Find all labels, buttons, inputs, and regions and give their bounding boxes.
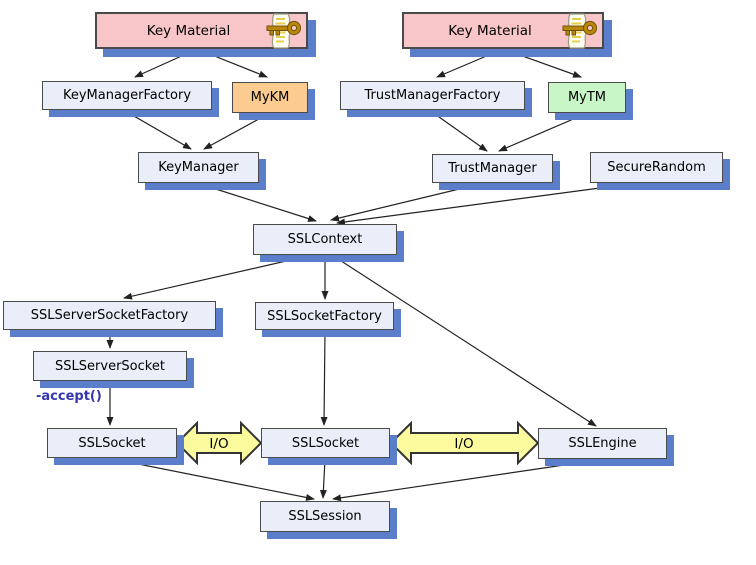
node-label: SSLSession — [288, 509, 362, 524]
io-label-left: I/O — [209, 436, 229, 452]
edge-my-tm-to-trust-manager — [498, 113, 586, 152]
node-label: TrustManagerFactory — [364, 88, 501, 103]
node-sslsocketfactory: SSLSocketFactory — [255, 302, 394, 330]
node-label: SSLEngine — [568, 436, 637, 451]
edge-ssl-socket-factory-to-ssl-socket-mid — [320, 330, 328, 426]
edge-trust-manager-to-ssl-context — [330, 183, 481, 222]
node-label: SSLSocketFactory — [267, 308, 382, 324]
node-label: Key Material — [146, 22, 231, 39]
accept-method-label: -accept() — [36, 389, 102, 404]
node-label: MyKM — [250, 90, 290, 105]
edge-key-manager-to-ssl-context — [199, 183, 317, 222]
edge-key-material-right-to-my-tm — [502, 48, 582, 78]
node-trustmanagerfactory: TrustManagerFactory — [340, 81, 525, 110]
edge-key-manager-factory-to-key-manager — [126, 111, 192, 150]
node-label: Key Material — [448, 22, 532, 39]
node-sslsocket-server-side: SSLSocket — [47, 428, 177, 458]
node-label: KeyManager — [158, 160, 239, 175]
node-sslsession: SSLSession — [260, 501, 390, 532]
io-label-right: I/O — [454, 436, 474, 452]
node-keymanagerfactory: KeyManagerFactory — [42, 81, 212, 110]
node-sslsocket-client-side: SSLSocket — [261, 428, 390, 458]
node-label: SSLServerSocketFactory — [30, 308, 189, 323]
key-certificate-icon — [562, 13, 597, 49]
edge-my-km-to-key-manager — [203, 113, 269, 150]
gold-key-glyph — [266, 20, 301, 36]
node-keymanager: KeyManager — [138, 152, 259, 183]
node-key-material-left: Key Material — [95, 12, 308, 49]
node-sslcontext: SSLContext — [253, 224, 397, 255]
edge-ssl-socket-mid-to-ssl-session — [319, 458, 327, 499]
node-label: SSLServerSocket — [55, 358, 165, 374]
edge-ssl-engine-to-ssl-session — [332, 459, 599, 502]
node-label: SSLSocket — [291, 435, 360, 451]
node-sslengine: SSLEngine — [538, 428, 667, 459]
node-securerandom: SecureRandom — [590, 152, 723, 183]
node-mykm: MyKM — [232, 82, 308, 113]
edge-secure-random-to-ssl-context — [336, 183, 631, 226]
edge-trust-manager-factory-to-trust-manager — [431, 111, 488, 152]
node-mytm: MyTM — [548, 82, 626, 113]
node-sslserversocket: SSLServerSocket — [33, 351, 187, 381]
key-certificate-icon — [266, 13, 301, 49]
edge-key-material-left-to-my-km — [196, 48, 268, 78]
node-label: SecureRandom — [607, 160, 706, 175]
edge-ssl-context-to-ssl-engine — [334, 256, 597, 427]
node-key-material-right: Key Material — [402, 12, 604, 49]
node-sslserversocketfactory: SSLServerSocketFactory — [3, 301, 216, 330]
node-label: SSLContext — [287, 232, 363, 247]
edge-key-material-right-to-trust-manager-factory — [436, 48, 504, 78]
node-label: KeyManagerFactory — [62, 88, 192, 103]
node-label: TrustManager — [448, 161, 537, 176]
edge-key-material-left-to-key-manager-factory — [134, 48, 198, 78]
node-label: MyTM — [567, 90, 607, 105]
edge-ssl-socket-left-to-ssl-session — [112, 458, 315, 501]
node-trustmanager: TrustManager — [432, 154, 553, 183]
edge-ssl-context-to-ssl-server-socket-factory — [123, 255, 309, 300]
node-label: SSLSocket — [78, 435, 146, 451]
gold-key-glyph — [562, 20, 597, 36]
